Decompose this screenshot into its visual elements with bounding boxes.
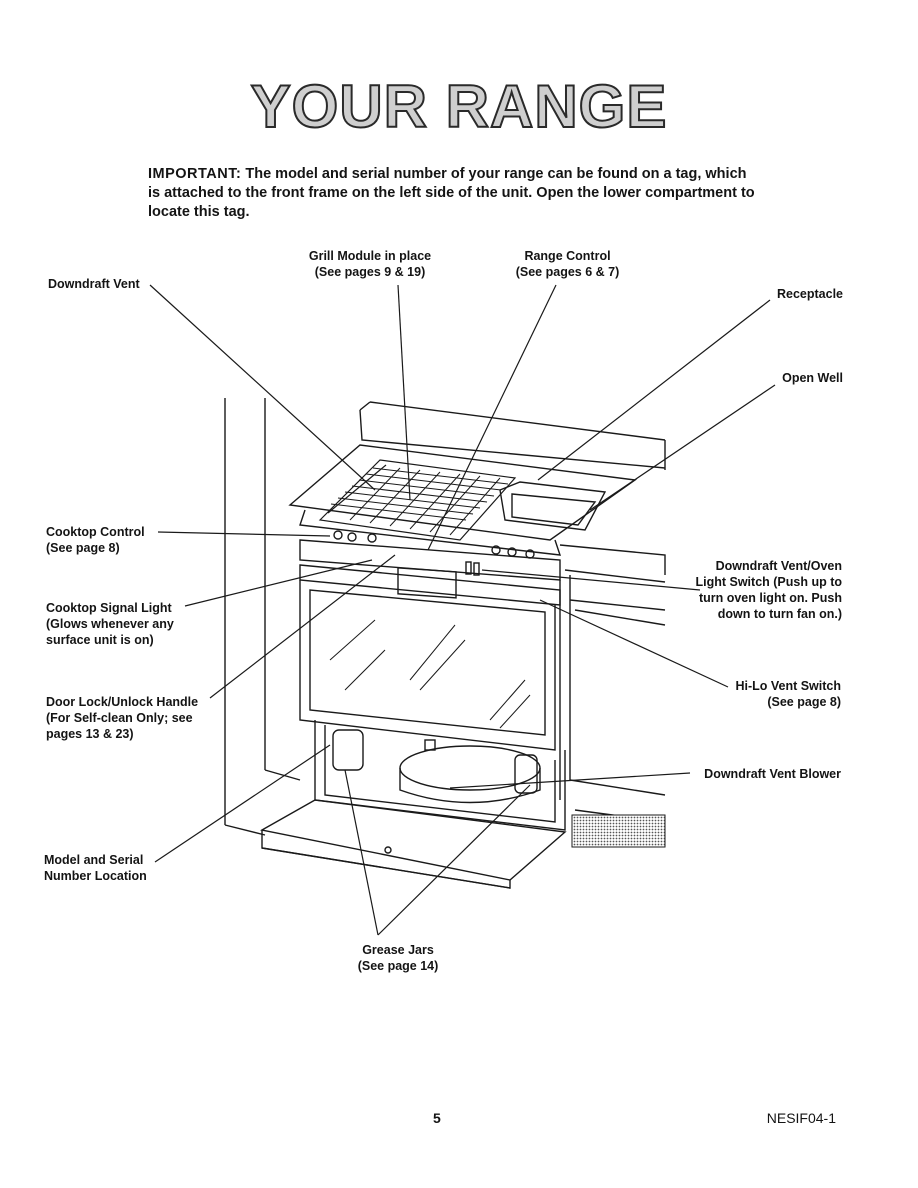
label-range-control: Range Control (See pages 6 & 7)	[505, 248, 630, 280]
leader-downdraft-switch	[481, 569, 701, 591]
range-control-label: Range Control	[524, 249, 611, 263]
leader-model-serial	[154, 744, 331, 863]
page-title: YOUR RANGE	[250, 72, 668, 141]
grill-module-ref: (See pages 9 & 19)	[314, 265, 426, 279]
leader-signal-light	[184, 559, 373, 607]
model-serial-line-1: Model and Serial	[44, 853, 144, 867]
grease-jar-left	[332, 729, 364, 771]
leader-blower	[449, 772, 691, 789]
leader-cooktop-control	[157, 531, 331, 537]
leader-grease-jar-right	[377, 784, 531, 936]
label-downdraft-switch: Downdraft Vent/Oven Light Switch (Push u…	[695, 558, 842, 622]
label-cooktop-control: Cooktop Control (See page 8)	[46, 524, 145, 556]
important-label: IMPORTANT:	[148, 166, 242, 182]
label-model-serial: Model and Serial Number Location	[44, 852, 147, 884]
label-signal-light: Cooktop Signal Light (Glows whenever any…	[46, 600, 174, 648]
downdraft-switch-line-2: Light Switch (Push up to	[695, 575, 842, 589]
label-blower: Downdraft Vent Blower	[704, 767, 841, 781]
leader-grease-jar-left	[344, 769, 379, 936]
label-grill-module: Grill Module in place (See pages 9 & 19)	[300, 248, 440, 280]
signal-light-line-1: Cooktop Signal Light	[46, 601, 172, 615]
document-code: NESIF04-1	[766, 1110, 836, 1126]
leader-open-well	[589, 384, 776, 511]
range-control-ref: (See pages 6 & 7)	[515, 265, 620, 279]
cooktop-control-ref: (See page 8)	[46, 541, 120, 555]
important-text: The model and serial number of your rang…	[148, 166, 755, 220]
label-downdraft-vent: Downdraft Vent	[48, 277, 140, 291]
downdraft-switch-line-1: Downdraft Vent/Oven	[715, 559, 842, 573]
door-lock-line-2: (For Self-clean Only; see	[46, 711, 193, 725]
label-hilo-switch: Hi-Lo Vent Switch (See page 8)	[735, 678, 841, 710]
door-lock-line-1: Door Lock/Unlock Handle	[46, 695, 199, 709]
grease-jar-right	[514, 754, 538, 794]
model-serial-line-2: Number Location	[44, 869, 147, 883]
leader-downdraft-vent	[149, 284, 376, 491]
grease-jars-label: Grease Jars	[362, 943, 434, 957]
leader-hilo-switch	[539, 599, 729, 688]
page-number: 5	[433, 1110, 441, 1126]
door-lock-line-3: pages 13 & 23)	[46, 727, 134, 741]
label-door-lock: Door Lock/Unlock Handle (For Self-clean …	[46, 694, 198, 742]
downdraft-switch-line-4: down to turn fan on.)	[717, 607, 842, 621]
label-grease-jars: Grease Jars (See page 14)	[333, 942, 463, 974]
signal-light-line-3: surface unit is on)	[46, 633, 154, 647]
leader-range-control	[427, 284, 557, 551]
grill-module-label: Grill Module in place	[308, 249, 432, 263]
signal-light-line-2: (Glows whenever any	[46, 617, 174, 631]
range-control-panel	[397, 567, 457, 599]
leader-door-lock	[209, 554, 396, 699]
grease-jars-ref: (See page 14)	[357, 959, 439, 973]
label-open-well: Open Well	[782, 371, 843, 385]
label-receptacle: Receptacle	[776, 287, 843, 301]
cooktop-control-label: Cooktop Control	[46, 525, 145, 539]
important-note: IMPORTANT: The model and serial number o…	[148, 165, 758, 222]
downdraft-switch-line-3: turn oven light on. Push	[698, 591, 842, 605]
leader-receptacle	[537, 299, 771, 481]
hilo-switch-ref: (See page 8)	[767, 695, 841, 709]
leader-grill-module	[397, 284, 411, 501]
hilo-switch-label: Hi-Lo Vent Switch	[735, 679, 841, 693]
